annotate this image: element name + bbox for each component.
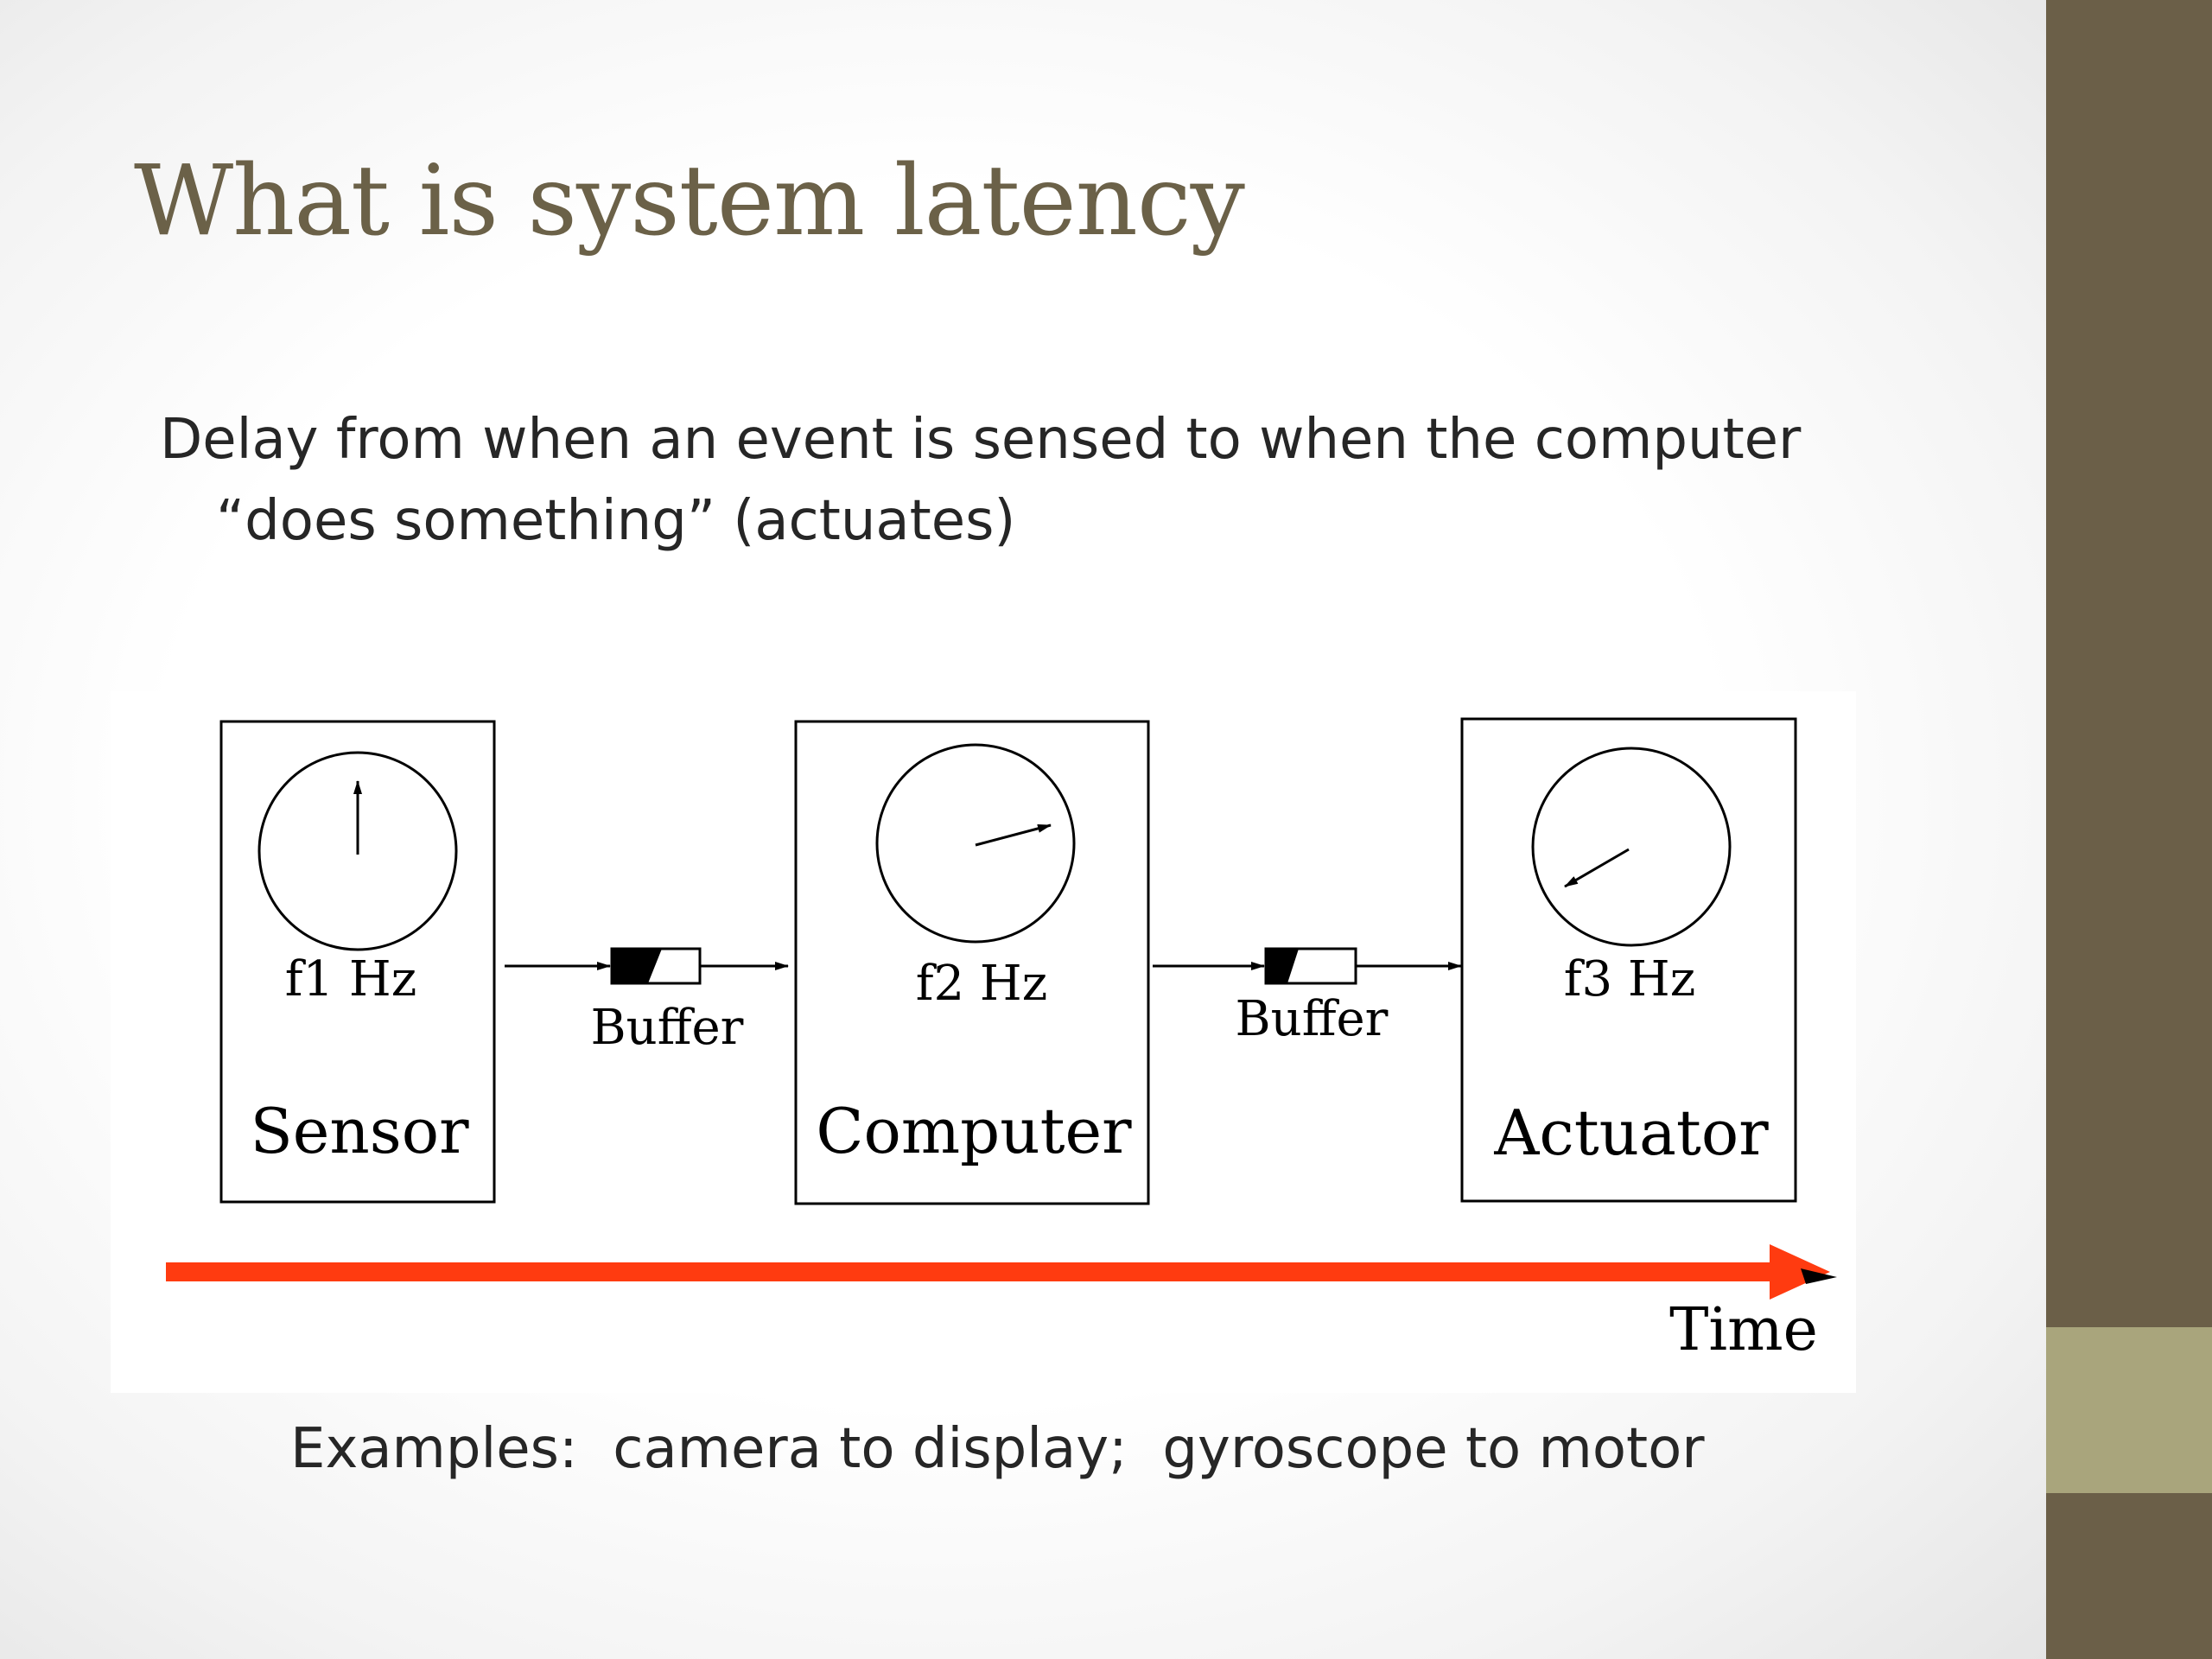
actuator-rate-label: f3 Hz [1564, 951, 1696, 1007]
sensor-stage: f1 Hz Sensor [219, 720, 496, 1204]
sensor-box [219, 720, 496, 1204]
sidebar-accent-block [2046, 1327, 2212, 1493]
buffer-2-label: Buffer [1236, 991, 1389, 1047]
latency-diagram-svg: f1 Hz Sensor Buffer f2 Hz Computer Buffe… [166, 717, 1837, 1364]
actuator-stage: f3 Hz Actuator [1460, 717, 1797, 1203]
computer-box [794, 720, 1150, 1205]
actuator-clock-hand [1564, 848, 1630, 888]
time-arrow: Time [166, 1244, 1837, 1364]
buffer-1: Buffer [505, 947, 789, 1056]
actuator-box [1460, 717, 1797, 1203]
time-arrow-tip-icon [1801, 1268, 1837, 1284]
computer-stage: f2 Hz Computer [794, 720, 1150, 1205]
sensor-clock-icon [257, 751, 458, 951]
examples-text: Examples: camera to display; gyroscope t… [290, 1417, 1705, 1481]
time-label: Time [1669, 1296, 1818, 1364]
latency-diagram: f1 Hz Sensor Buffer f2 Hz Computer Buffe… [111, 691, 1856, 1393]
buffer-1-fill [612, 949, 662, 983]
sensor-rate-label: f1 Hz [285, 951, 417, 1007]
computer-rate-label: f2 Hz [916, 956, 1048, 1012]
time-arrow-head [1770, 1244, 1830, 1300]
buffer-2-fill [1266, 949, 1299, 983]
slide-body: Delay from when an event is sensed to wh… [160, 399, 1888, 562]
buffer-2: Buffer [1153, 947, 1462, 1047]
body-line-1: Delay from when an event is sensed to wh… [160, 408, 1802, 472]
computer-clock-hand [975, 823, 1052, 847]
body-line-2: “does something” (actuates) [216, 489, 1016, 553]
computer-clock-icon [875, 743, 1076, 944]
slide-title: What is system latency [134, 145, 1245, 257]
actuator-clock-icon [1531, 747, 1732, 947]
computer-label: Computer [816, 1095, 1132, 1167]
actuator-label: Actuator [1493, 1096, 1769, 1169]
sensor-label: Sensor [250, 1095, 469, 1167]
buffer-1-label: Buffer [591, 1000, 744, 1056]
